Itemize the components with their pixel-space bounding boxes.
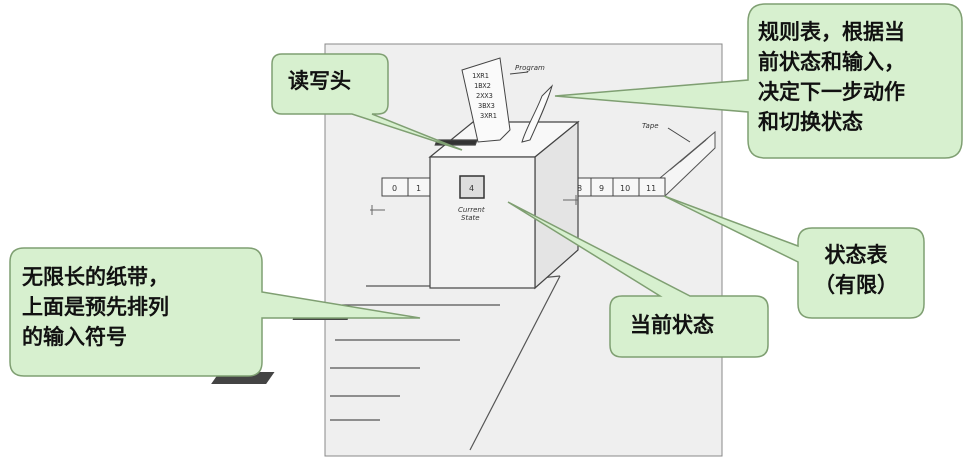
program-label: Program — [515, 64, 545, 72]
tape-cell-label: 10 — [620, 184, 630, 193]
callout-rules — [554, 3, 963, 159]
callout-state-table — [663, 195, 925, 319]
tape-cell — [638, 177, 666, 197]
callout-head — [271, 53, 463, 151]
current-state-window — [459, 175, 485, 199]
program-line: 2XX3 — [476, 92, 493, 100]
callout-state-table-line: 状态表 — [824, 243, 888, 267]
current-state-value: 4 — [469, 184, 474, 193]
tape-cell-label: 0 — [392, 184, 397, 193]
tape-cell-label: 1 — [416, 184, 421, 193]
tape-label-arrow — [667, 127, 691, 143]
callout-current-state-bubble — [507, 201, 769, 358]
callout-rules-bubble — [554, 3, 963, 159]
callout-rules-line: 和切换状态 — [758, 110, 863, 134]
callout-head-bubble — [271, 53, 463, 151]
program-label-arrow — [509, 71, 529, 75]
callout-rules-line: 决定下一步动作 — [758, 80, 905, 104]
tape-cell-label: 8 — [577, 184, 582, 193]
program-line: 3XR1 — [480, 112, 497, 120]
program-sheet — [461, 57, 511, 143]
callout-rules-line: 前状态和输入， — [758, 50, 905, 74]
tape-cell-label: 11 — [646, 184, 656, 193]
program-line: 1BX2 — [474, 82, 491, 90]
callout-tape — [9, 247, 421, 377]
callout-current-state-text: 当前状态 — [630, 313, 714, 337]
callout-rules-line: 规则表，根据当 — [758, 20, 905, 44]
program-curl — [521, 84, 554, 143]
motion-mark — [563, 195, 578, 205]
tape-cell-label: 9 — [599, 184, 604, 193]
callout-tape-text: 无限长的纸带， 上面是预先排列 的输入符号 — [22, 262, 169, 352]
callout-state-table-line: （有限） — [814, 273, 898, 297]
callout-tape-line: 上面是预先排列 — [22, 295, 169, 319]
callout-head-text: 读写头 — [288, 69, 351, 93]
callout-tape-line: 的输入符号 — [22, 325, 127, 349]
state-caption-line2: State — [461, 214, 480, 222]
program-line: 3BX3 — [478, 102, 495, 110]
motion-mark — [370, 205, 385, 215]
callout-state-table-text: 状态表 （有限） — [814, 240, 898, 300]
callout-state-table-bubble — [663, 195, 925, 319]
program-paper: 1XR1 1BX2 2XX3 3BX3 3XR1 — [461, 57, 554, 143]
callout-tape-bubble — [9, 247, 421, 377]
callout-current-state — [507, 201, 769, 358]
tape-left: 0 1 — [381, 177, 431, 197]
state-caption-line1: Current — [458, 206, 485, 214]
program-line: 1XR1 — [472, 72, 489, 80]
callout-tape-line: 无限长的纸带， — [22, 265, 169, 289]
callout-rules-text: 规则表，根据当 前状态和输入， 决定下一步动作 和切换状态 — [758, 17, 905, 137]
tape-label: Tape — [642, 122, 659, 130]
machine-head — [428, 120, 580, 290]
